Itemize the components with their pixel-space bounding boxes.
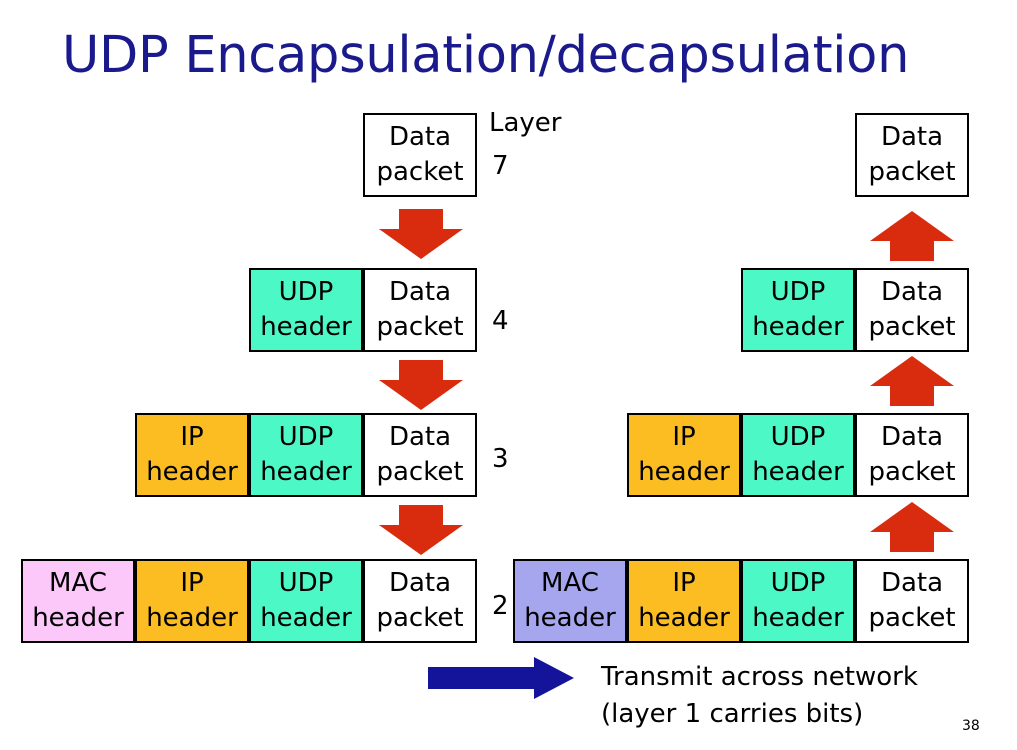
box-label: header [752,603,844,633]
box-label: UDP [278,422,334,452]
box-label: UDP [278,277,334,307]
box-label: header [638,603,730,633]
box-label: header [260,457,352,487]
box-label: Data [388,122,452,152]
slide-title: UDP Encapsulation/decapsulation [62,26,910,85]
layer-number-3: 3 [492,444,509,474]
layer-number-7: 7 [492,151,509,181]
box-label: Data [880,122,944,152]
sender-l3-ip-header: IP header [135,413,249,497]
transmit-label-line2: (layer 1 carries bits) [601,699,864,729]
sender-l3-data-packet: Data packet [363,413,477,497]
page-number: 38 [962,718,980,734]
box-label: IP [180,568,204,598]
receiver-l7-data-packet: Data packet [855,113,969,197]
sender-l4-data-packet: Data packet [363,268,477,352]
receiver-l4-data-packet: Data packet [855,268,969,352]
receiver-l4-udp-header: UDP header [741,268,855,352]
down-arrow-icon [379,360,463,410]
box-label: Data [388,422,452,452]
receiver-l3-ip-header: IP header [627,413,741,497]
box-label: header [752,312,844,342]
sender-l2-mac-header: MAC header [21,559,135,643]
box-label: UDP [770,422,826,452]
up-arrow-icon [870,356,954,406]
box-label: packet [868,457,956,487]
box-label: Data [388,277,452,307]
receiver-l2-data-packet: Data packet [855,559,969,643]
box-label: MAC [49,568,107,598]
box-label: UDP [770,568,826,598]
box-label: IP [672,568,696,598]
box-label: header [32,603,124,633]
layer-heading: Layer [489,108,562,138]
box-label: packet [868,157,956,187]
receiver-l3-data-packet: Data packet [855,413,969,497]
transmit-label-line1: Transmit across network [601,662,918,692]
sender-l2-ip-header: IP header [135,559,249,643]
box-label: MAC [541,568,599,598]
down-arrow-icon [379,505,463,555]
box-label: header [638,457,730,487]
box-label: IP [180,422,204,452]
box-label: packet [376,157,464,187]
down-arrow-icon [379,209,463,259]
receiver-l2-mac-header: MAC header [513,559,627,643]
sender-l7-data-packet: Data packet [363,113,477,197]
box-label: header [146,457,238,487]
layer-number-4: 4 [492,306,509,336]
box-label: Data [880,568,944,598]
right-arrow-icon [428,657,574,699]
sender-l4-udp-header: UDP header [249,268,363,352]
box-label: packet [376,312,464,342]
box-label: header [260,603,352,633]
box-label: Data [880,277,944,307]
sender-l3-udp-header: UDP header [249,413,363,497]
box-label: packet [868,603,956,633]
box-label: header [752,457,844,487]
box-label: header [146,603,238,633]
box-label: packet [376,457,464,487]
up-arrow-icon [870,502,954,552]
box-label: packet [868,312,956,342]
box-label: Data [388,568,452,598]
box-label: UDP [770,277,826,307]
box-label: IP [672,422,696,452]
sender-l2-udp-header: UDP header [249,559,363,643]
sender-l2-data-packet: Data packet [363,559,477,643]
box-label: Data [880,422,944,452]
box-label: header [260,312,352,342]
receiver-l2-ip-header: IP header [627,559,741,643]
box-label: packet [376,603,464,633]
box-label: header [524,603,616,633]
box-label: UDP [278,568,334,598]
receiver-l2-udp-header: UDP header [741,559,855,643]
receiver-l3-udp-header: UDP header [741,413,855,497]
layer-number-2: 2 [492,591,509,621]
up-arrow-icon [870,211,954,261]
